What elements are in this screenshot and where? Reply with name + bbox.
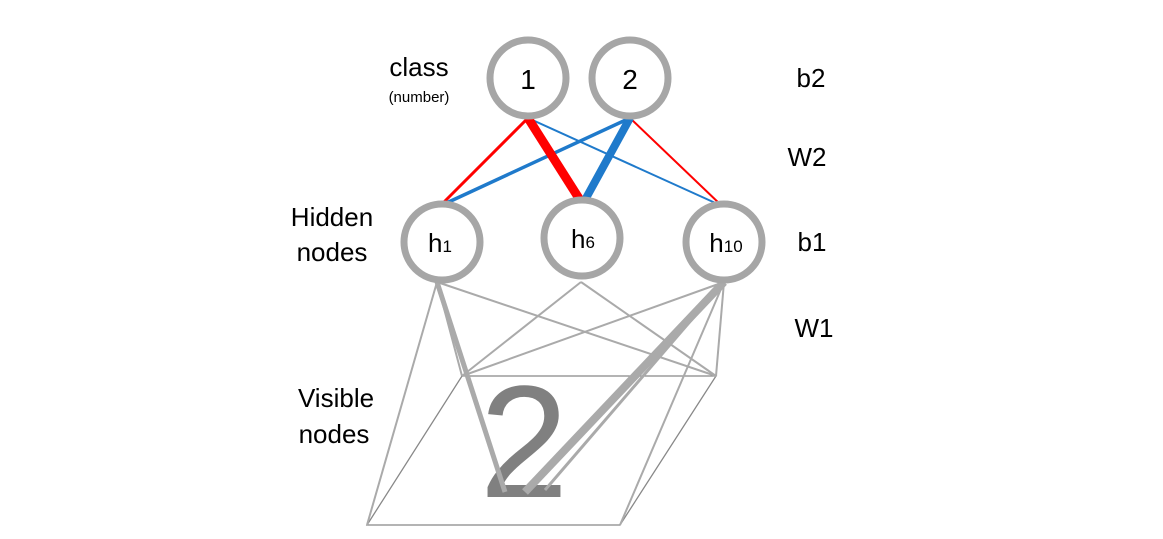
w2-edge-1-h6 [524, 115, 584, 203]
hidden-node-h6: h6 [540, 196, 624, 280]
w1-edge-h10-tr [715, 281, 725, 377]
w2-edge-2-h10 [629, 117, 723, 207]
w2-edge-1-h1 [438, 116, 530, 208]
w1-edge-h10-tl [461, 281, 725, 377]
output-node-1: 1 [486, 36, 570, 120]
hidden-node-h6-label: h6 [571, 224, 595, 254]
hidden-label-line1: Hidden [291, 202, 373, 232]
b1-label: b1 [798, 227, 827, 257]
class-label: class [389, 52, 448, 82]
output-layer: 1 2 [486, 36, 672, 120]
hidden-layer: h1 h6 h10 [400, 196, 766, 284]
w2-label: W2 [788, 142, 827, 172]
w2-edge-1-h10 [527, 117, 723, 207]
output-node-2: 2 [588, 36, 672, 120]
hidden-node-h1-label: h1 [428, 228, 452, 258]
w1-edge-h6-tl [461, 281, 582, 377]
output-node-1-label: 1 [520, 64, 536, 95]
w2-edge-2-h1 [439, 116, 631, 208]
visible-label-line2: nodes [299, 419, 370, 449]
hidden-node-h10: h10 [682, 200, 766, 284]
w1-edge-h10-digit-b [543, 281, 726, 491]
output-node-2-label: 2 [622, 64, 638, 95]
layer-labels: class (number) Hidden nodes Visible node… [291, 52, 450, 449]
w1-edge-h10-br [619, 281, 725, 526]
visible-label-line1: Visible [298, 383, 374, 413]
class-sublabel: (number) [389, 89, 450, 106]
handwritten-digit: 2 [480, 352, 569, 531]
parameter-labels: b2 W2 b1 W1 [788, 63, 834, 343]
w1-connections [366, 279, 727, 526]
w2-connections [438, 115, 723, 208]
w2-edge-2-h6 [581, 116, 634, 202]
w1-edge-h1-bl [366, 281, 438, 526]
w1-edge-h10-digit-a [522, 279, 727, 495]
hidden-label-line2: nodes [297, 237, 368, 267]
hidden-node-h10-label: h10 [709, 228, 742, 258]
w1-edge-h1-digit [434, 281, 508, 493]
w1-edge-h1-tr [436, 281, 717, 377]
hidden-node-h1: h1 [400, 200, 484, 284]
visible-layer: 2 [365, 352, 718, 531]
b2-label: b2 [797, 63, 826, 93]
w1-edge-h6-tr [580, 281, 717, 377]
w1-label: W1 [795, 313, 834, 343]
